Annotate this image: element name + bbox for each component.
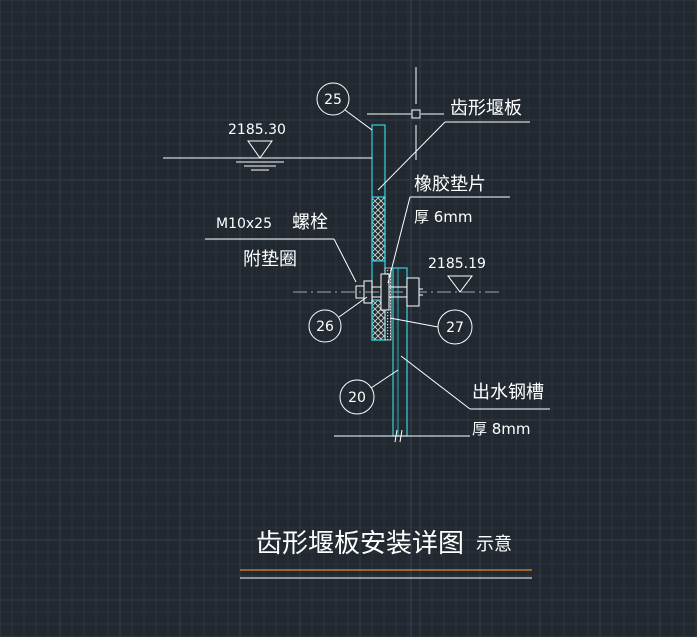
- callout-27: [389, 309, 473, 345]
- weir-plate-label: 齿形堰板: [450, 98, 522, 119]
- crest-level-elevation: 2185.19: [428, 256, 486, 272]
- rubber-pad-leader: [387, 196, 510, 284]
- callout-20-number: 20: [348, 390, 366, 406]
- crest-level-marker: [447, 275, 473, 293]
- bolt-label: 螺栓: [292, 212, 328, 233]
- water-level-marker: [163, 140, 372, 171]
- rubber-pad-label: 橡胶垫片: [414, 174, 486, 195]
- callout-26-number: 26: [316, 319, 334, 335]
- water-level-elevation: 2185.30: [228, 122, 286, 138]
- callout-20: [339, 369, 399, 415]
- bolt-assembly: [293, 273, 500, 311]
- bolt-spec-label: M10x25: [216, 216, 272, 232]
- drawing-title: 齿形堰板安装详图: [256, 529, 464, 559]
- callout-25-number: 25: [324, 92, 342, 108]
- bottom-base-line: [334, 429, 470, 443]
- rubber-pad-thickness: 厚 6mm: [414, 208, 473, 226]
- bolt-leader: [205, 238, 357, 283]
- outlet-trough-label: 出水钢槽: [472, 382, 544, 403]
- callout-27-number: 27: [446, 320, 464, 336]
- callout-26: [308, 296, 368, 343]
- outlet-trough-leader: [400, 355, 550, 410]
- weir-plate-leader: [367, 67, 530, 191]
- callout-25: [316, 82, 373, 131]
- outlet-steel-trough: [392, 267, 408, 437]
- washer-label: 附垫圈: [243, 249, 297, 270]
- drawing-title-note: 示意: [476, 534, 512, 555]
- outlet-trough-thickness: 厚 8mm: [472, 420, 531, 438]
